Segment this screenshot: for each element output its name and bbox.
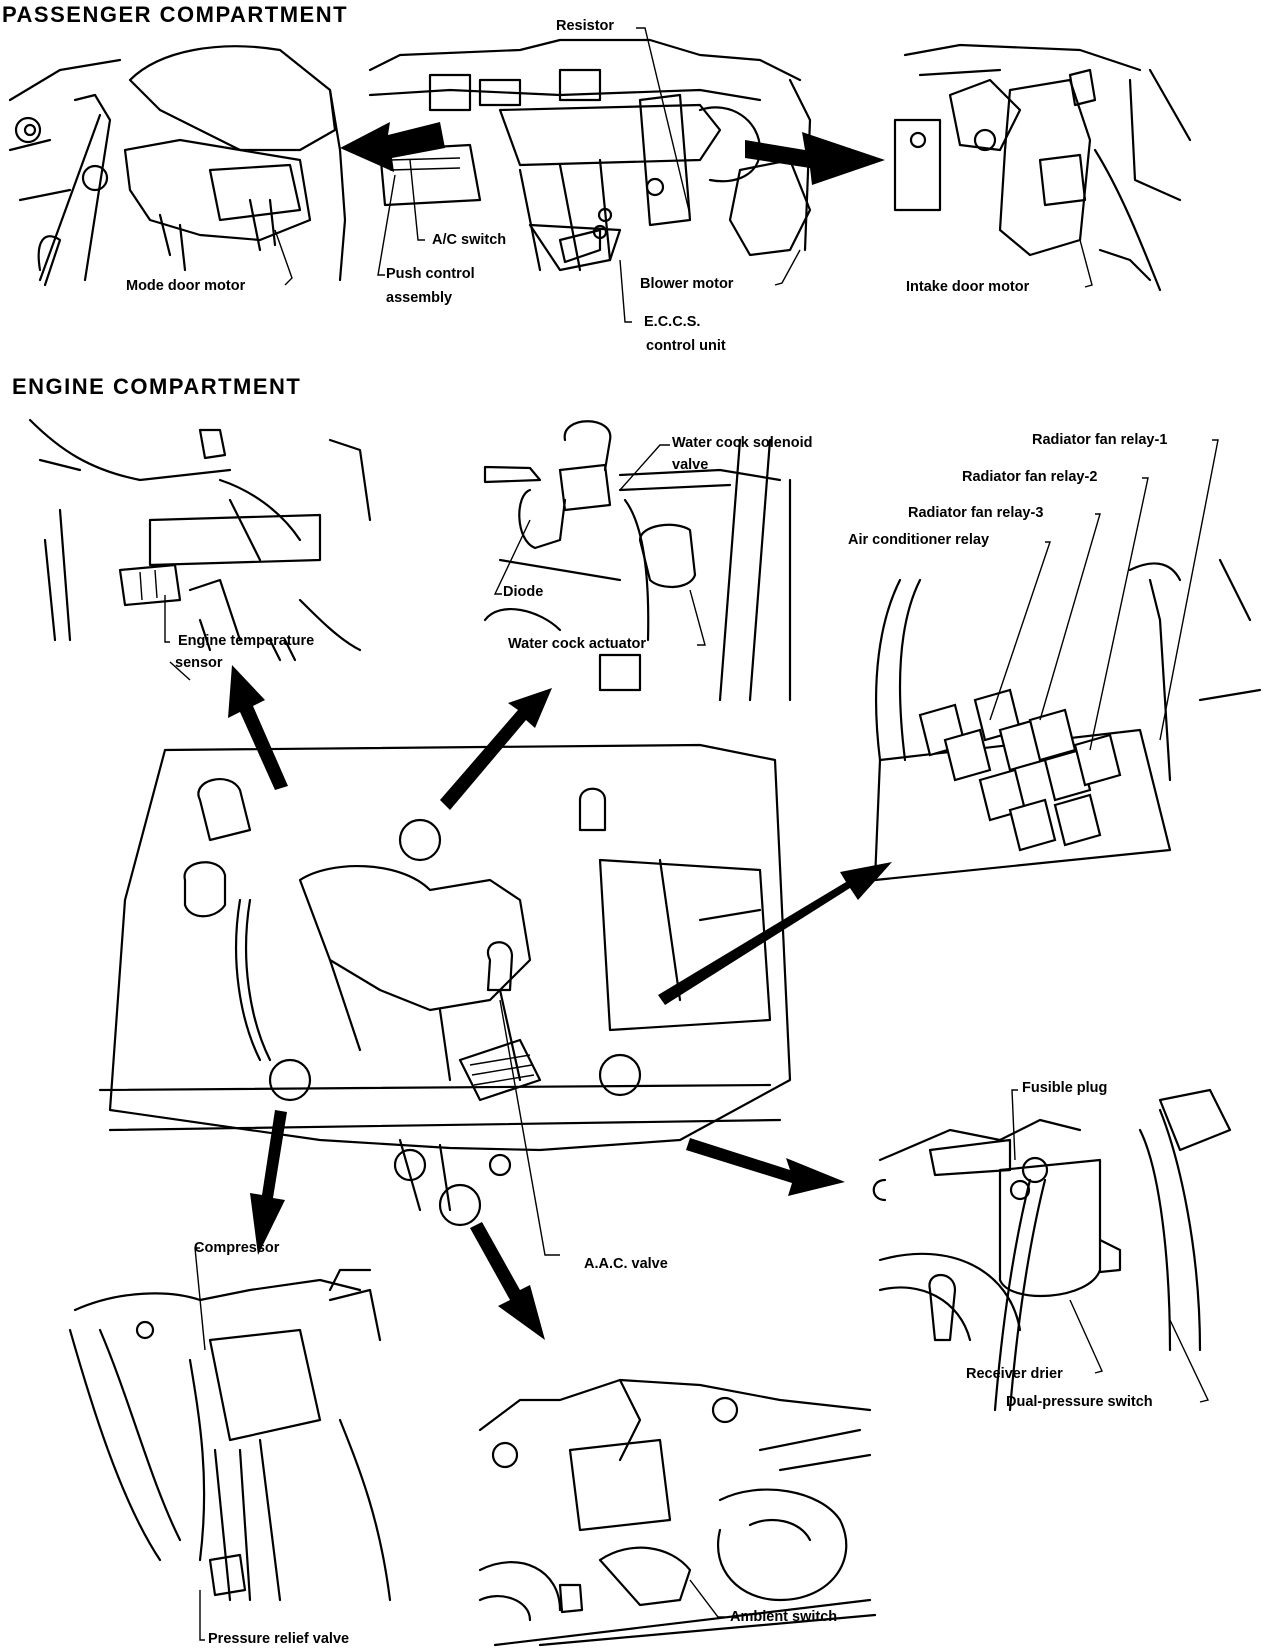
label-receiver-drier: Receiver drier	[966, 1366, 1063, 1382]
arrow-to-compressor	[250, 1110, 287, 1255]
label-mode-door-motor: Mode door motor	[126, 278, 246, 294]
label-engine-temperature-2: sensor	[175, 655, 223, 671]
mode-door-motor-illustration	[8, 45, 347, 287]
label-diode: Diode	[503, 584, 544, 600]
label-engine-temperature: Engine temperature	[178, 633, 315, 649]
engine-bay-illustration	[98, 743, 792, 1256]
water-cock-illustration	[483, 420, 792, 702]
label-air-conditioner-relay: Air conditioner relay	[848, 532, 990, 548]
relay-block-illustration	[873, 558, 1262, 882]
label-water-cock-actuator: Water cock actuator	[508, 636, 647, 652]
arrow-to-ambient-switch	[470, 1222, 545, 1340]
label-compressor: Compressor	[194, 1240, 280, 1256]
label-eccs: E.C.C.S.	[644, 314, 701, 330]
arrow-to-intake-door-motor	[745, 132, 885, 185]
label-blower-motor: Blower motor	[640, 276, 734, 292]
arrow-to-water-cock	[440, 688, 552, 810]
arrow-to-relay-block	[658, 862, 892, 1005]
label-ac-switch: A/C switch	[432, 232, 507, 248]
engine-temp-sensor-illustration	[28, 418, 372, 662]
label-resistor: Resistor	[556, 18, 615, 34]
arrow-to-mode-door-motor	[340, 122, 445, 172]
label-water-cock-solenoid: Water cock solenoid	[672, 435, 813, 451]
label-push-control: Push control	[386, 266, 475, 282]
intake-door-motor-illustration	[893, 43, 1192, 292]
label-push-control-2: assembly	[386, 290, 453, 306]
passenger-compartment-heading: PASSENGER COMPARTMENT	[2, 2, 349, 27]
dash-center-illustration	[368, 38, 812, 272]
label-eccs-2: control unit	[646, 338, 726, 354]
engine-compartment-heading: ENGINE COMPARTMENT	[12, 374, 302, 399]
label-fusible-plug: Fusible plug	[1022, 1080, 1108, 1096]
ambient-switch-illustration	[478, 1378, 877, 1647]
label-radiator-fan-relay-2: Radiator fan relay-2	[962, 469, 1098, 485]
label-intake-door-motor: Intake door motor	[906, 279, 1030, 295]
label-radiator-fan-relay-1: Radiator fan relay-1	[1032, 432, 1168, 448]
receiver-drier-illustration	[872, 1088, 1232, 1412]
label-pressure-relief-valve: Pressure relief valve	[208, 1631, 350, 1647]
label-radiator-fan-relay-3: Radiator fan relay-3	[908, 505, 1044, 521]
label-water-cock-solenoid-2: valve	[672, 457, 709, 473]
label-dual-pressure-switch: Dual-pressure switch	[1006, 1394, 1153, 1410]
arrow-to-receiver-drier	[686, 1138, 845, 1196]
arrow-to-engine-temp-sensor	[228, 665, 288, 790]
label-ambient-switch: Ambient switch	[730, 1609, 838, 1625]
label-aac-valve: A.A.C. valve	[584, 1256, 668, 1272]
leader-lines	[164, 27, 1219, 1641]
compressor-illustration	[68, 1268, 392, 1602]
